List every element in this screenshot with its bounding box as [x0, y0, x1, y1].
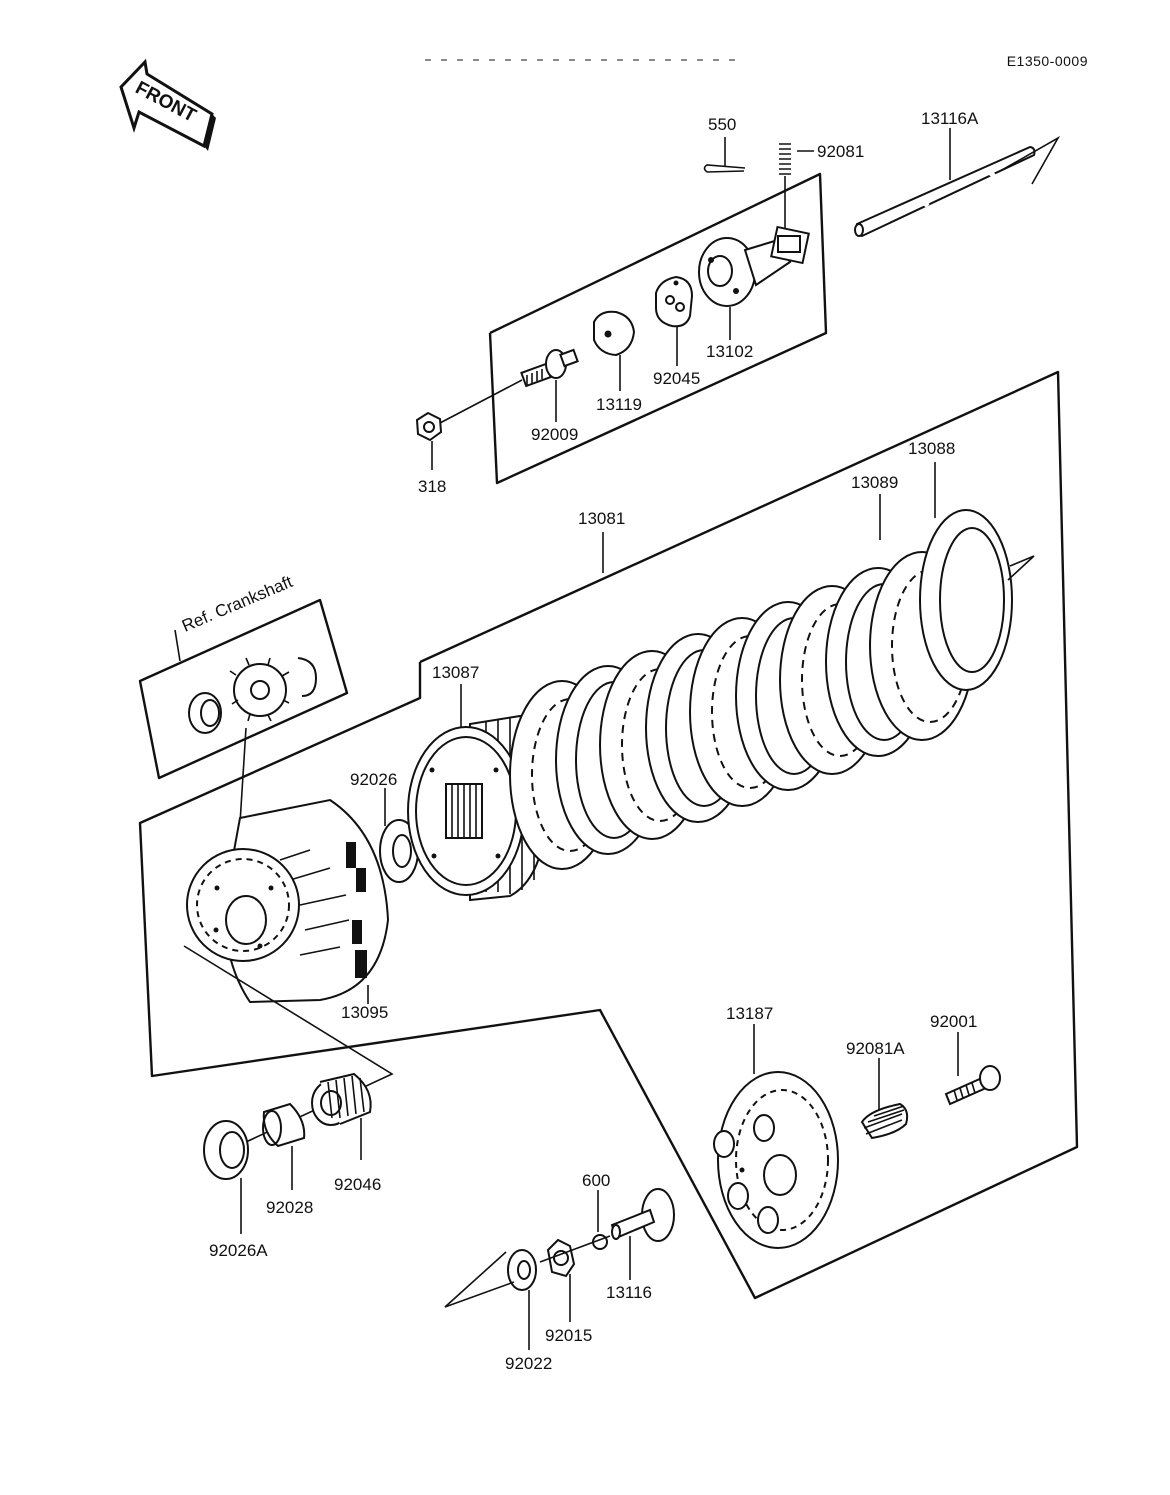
adjusting-screw-92009 — [439, 348, 579, 424]
label-92081A: 92081A — [846, 1039, 905, 1058]
label-13088: 13088 — [908, 439, 955, 458]
ref-crankshaft-label: Ref. Crankshaft — [179, 572, 295, 636]
shaft-axis-line — [539, 1235, 611, 1263]
label-92026A: 92026A — [209, 1241, 268, 1260]
label-13187: 13187 — [726, 1004, 773, 1023]
clutch-plate-stack — [509, 462, 1035, 870]
bolt-92001 — [944, 1032, 1001, 1106]
label-13119: 13119 — [596, 395, 642, 414]
label-92026: 92026 — [350, 770, 397, 789]
clutch-housing-13095 — [186, 798, 390, 1004]
label-92001: 92001 — [930, 1012, 977, 1031]
label-13089: 13089 — [851, 473, 898, 492]
cotter-pin-550 — [703, 137, 746, 173]
plate-92045 — [655, 275, 694, 366]
label-318: 318 — [418, 477, 446, 496]
label-92081: 92081 — [817, 142, 864, 161]
label-92009: 92009 — [531, 425, 578, 444]
label-92045: 92045 — [653, 369, 700, 388]
label-13116A: 13116A — [921, 109, 979, 128]
spring-92081A — [860, 1058, 909, 1140]
label-13116: 13116 — [606, 1283, 652, 1302]
document-code: E1350-0009 — [1007, 53, 1088, 69]
label-92022: 92022 — [505, 1354, 552, 1373]
bushing-92028 — [262, 1102, 306, 1190]
spring-92081 — [779, 143, 814, 232]
front-arrow-icon: FRONT — [119, 58, 216, 151]
label-13095: 13095 — [341, 1003, 388, 1022]
label-92046: 92046 — [334, 1175, 381, 1194]
push-rod-13116A — [854, 128, 1061, 238]
shaft-direction-arrow-icon — [444, 1251, 515, 1308]
nut-92015 — [546, 1238, 576, 1322]
release-lever-13102 — [698, 225, 810, 340]
label-92028: 92028 — [266, 1198, 313, 1217]
label-92015: 92015 — [545, 1326, 592, 1345]
label-13087: 13087 — [432, 663, 479, 682]
ref-crankshaft-group: Ref. Crankshaft — [138, 572, 349, 824]
pressure-plate-13187 — [713, 1024, 839, 1249]
label-13102: 13102 — [706, 342, 753, 361]
part-labels: 550 92081 13116A 13102 92045 13119 92009… — [209, 109, 979, 1373]
cam-13119 — [593, 310, 636, 391]
label-600: 600 — [582, 1171, 610, 1190]
washer-92026A — [203, 1120, 249, 1234]
label-550: 550 — [708, 115, 736, 134]
needle-bearing-92046 — [311, 1072, 372, 1160]
nut-318 — [415, 411, 443, 470]
pusher-13116 — [610, 1188, 675, 1280]
clutch-hub-13087 — [407, 684, 548, 902]
label-13081: 13081 — [578, 509, 625, 528]
clutch-assembly-frame — [138, 370, 1079, 1300]
washer-92022 — [507, 1249, 537, 1350]
release-mechanism-frame — [488, 172, 828, 485]
